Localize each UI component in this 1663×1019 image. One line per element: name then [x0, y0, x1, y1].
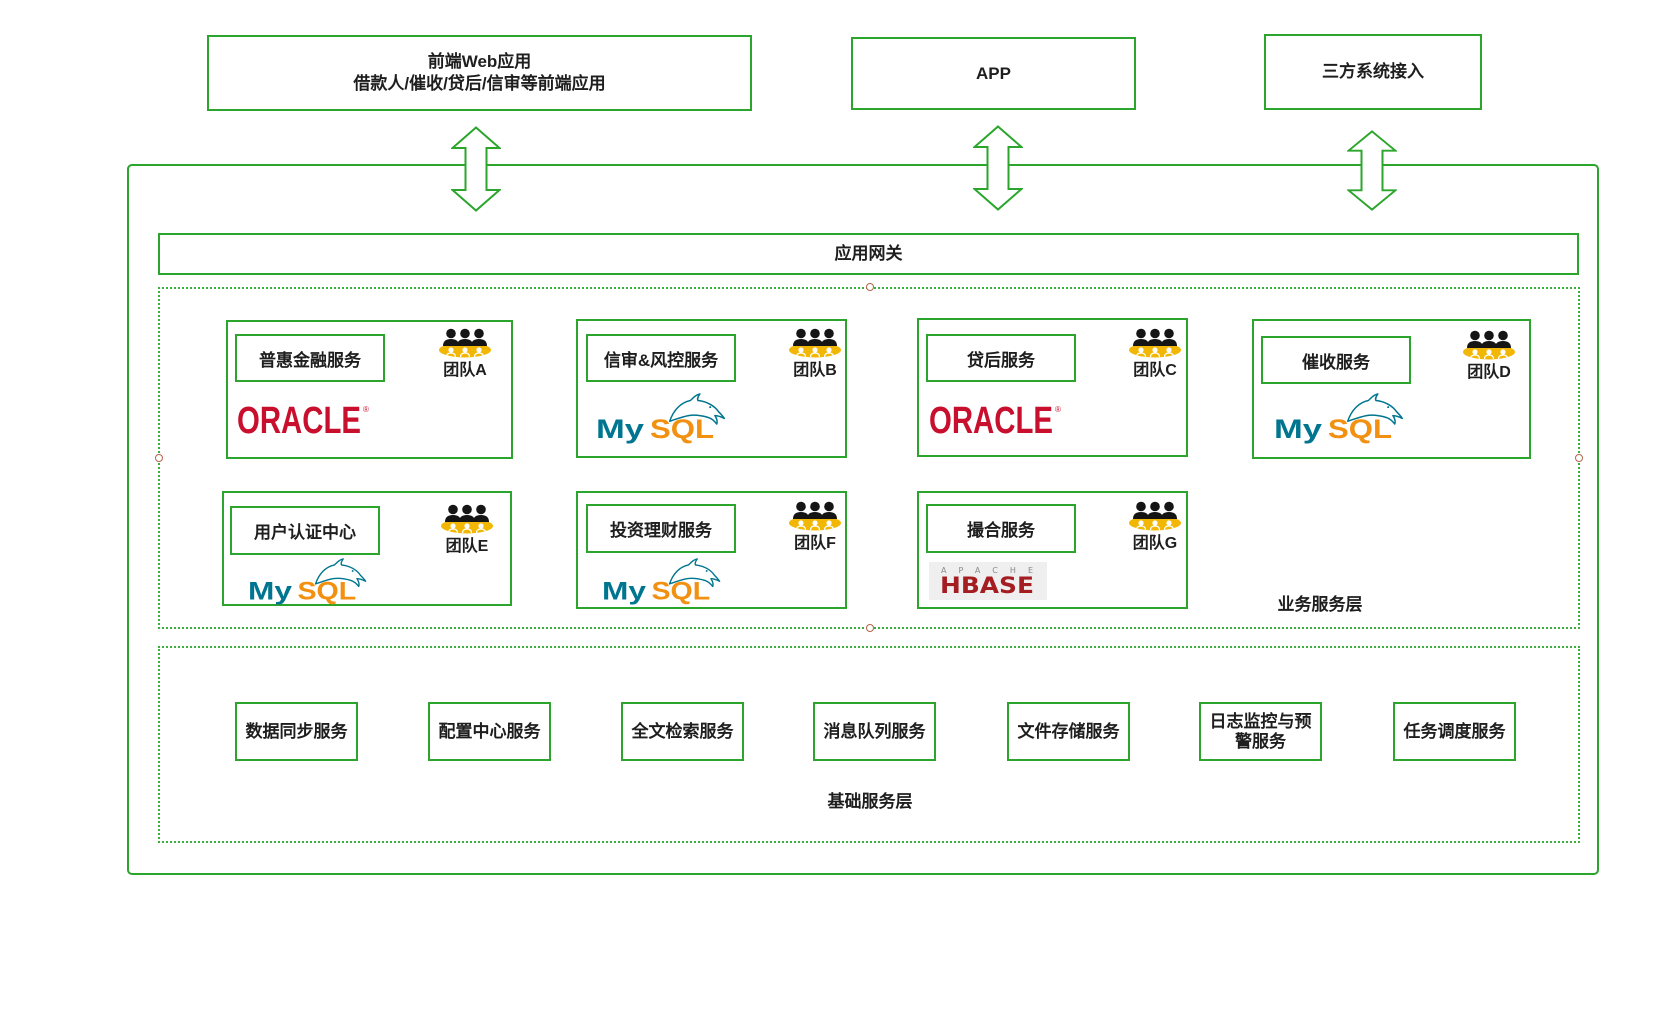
mysql-logo: My SQL [1274, 393, 1404, 444]
team-label: 团队G [1132, 535, 1178, 552]
oracle-logo: ORACLE ® [929, 400, 1061, 442]
team-icon [438, 328, 492, 358]
team-badge: 团队B [785, 328, 845, 381]
team-label: 团队D [1467, 364, 1511, 381]
resize-handle-bottom[interactable] [866, 624, 874, 632]
oracle-logo-mark: ® [1055, 405, 1061, 414]
service-name: 用户认证中心 [230, 506, 380, 555]
foundation-service: 全文检索服务 [621, 702, 744, 761]
oracle-logo: ORACLE ® [237, 400, 369, 442]
third-party-access-box: 三方系统接入 [1264, 34, 1482, 110]
team-badge: 团队E [437, 504, 497, 557]
service-card: 贷后服务 团队C ORACLE ® [917, 318, 1188, 457]
mysql-logo-my: My [602, 578, 646, 605]
mysql-logo-sql: SQL [650, 414, 714, 444]
service-name: 普惠金融服务 [235, 334, 385, 382]
team-icon [788, 328, 842, 358]
team-icon [1462, 330, 1516, 360]
third-party-access-title: 三方系统接入 [1322, 62, 1424, 81]
mysql-logo-my: My [248, 578, 292, 605]
service-name: 投资理财服务 [586, 504, 736, 553]
team-icon [1128, 328, 1182, 358]
team-badge: 团队D [1459, 330, 1519, 383]
application-gateway-label: 应用网关 [834, 244, 903, 263]
business-layer-label: 业务服务层 [1277, 595, 1363, 614]
oracle-logo-mark: ® [363, 405, 369, 414]
mysql-logo-sql: SQL [1328, 414, 1392, 444]
foundation-service: 日志监控与预警服务 [1199, 702, 1322, 761]
team-icon [788, 501, 842, 531]
resize-handle-left[interactable] [155, 454, 163, 462]
mysql-logo-my: My [596, 414, 644, 444]
team-badge: 团队A [435, 328, 495, 381]
resize-handle-right[interactable] [1575, 454, 1583, 462]
foundation-service: 文件存储服务 [1007, 702, 1130, 761]
team-label: 团队E [445, 538, 489, 555]
team-label: 团队A [443, 362, 487, 379]
service-card: 信审&风控服务 团队B My SQL [576, 319, 847, 458]
foundation-service: 任务调度服务 [1393, 702, 1516, 761]
service-name: 贷后服务 [926, 334, 1076, 382]
foundation-service: 配置中心服务 [428, 702, 551, 761]
service-card: 普惠金融服务 团队A ORACLE ® [226, 320, 513, 459]
team-label: 团队B [793, 362, 837, 379]
mysql-logo: My SQL [602, 558, 721, 605]
team-icon [1128, 501, 1182, 531]
service-card: 催收服务 团队D My SQL [1252, 319, 1531, 459]
service-card: 撮合服务 团队G APACHE HBASE [917, 491, 1188, 609]
team-badge: 团队F [785, 501, 845, 554]
foundation-service: 数据同步服务 [235, 702, 358, 761]
hbase-logo: APACHE HBASE [929, 562, 1047, 600]
team-badge: 团队G [1125, 501, 1185, 554]
service-name: 催收服务 [1261, 336, 1411, 384]
mysql-logo-sql: SQL [298, 578, 357, 605]
frontend-web-app-subtitle: 借款人/催收/贷后/信审等前端应用 [353, 74, 606, 93]
oracle-logo-text: ORACLE [929, 400, 1053, 442]
service-card: 投资理财服务 团队F My SQL [576, 491, 847, 609]
service-card: 用户认证中心 团队E My SQL [222, 491, 512, 606]
mysql-logo: My SQL [596, 393, 726, 444]
app-box: APP [851, 37, 1136, 110]
application-gateway-bar: 应用网关 [158, 233, 1579, 275]
resize-handle-top[interactable] [866, 283, 874, 291]
bidirectional-arrow-icon [973, 125, 1023, 211]
frontend-web-app-title: 前端Web应用 [427, 52, 532, 71]
mysql-logo-my: My [1274, 414, 1322, 444]
platform-boundary [127, 164, 1599, 875]
foundation-service: 消息队列服务 [813, 702, 936, 761]
foundation-layer-container [158, 646, 1580, 843]
service-name: 信审&风控服务 [586, 334, 736, 382]
bidirectional-arrow-icon [451, 126, 501, 212]
app-title: APP [976, 63, 1011, 83]
team-label: 团队F [794, 535, 836, 552]
bidirectional-arrow-icon [1347, 130, 1397, 211]
mysql-logo: My SQL [248, 558, 367, 605]
foundation-layer-label: 基础服务层 [827, 792, 913, 811]
team-badge: 团队C [1125, 328, 1185, 381]
oracle-logo-text: ORACLE [237, 400, 361, 442]
team-icon [440, 504, 494, 534]
team-label: 团队C [1133, 362, 1177, 379]
hbase-logo-name: HBASE [940, 574, 1034, 599]
frontend-web-app-box: 前端Web应用 借款人/催收/贷后/信审等前端应用 [207, 35, 752, 111]
mysql-logo-sql: SQL [652, 578, 711, 605]
service-name: 撮合服务 [926, 504, 1076, 553]
